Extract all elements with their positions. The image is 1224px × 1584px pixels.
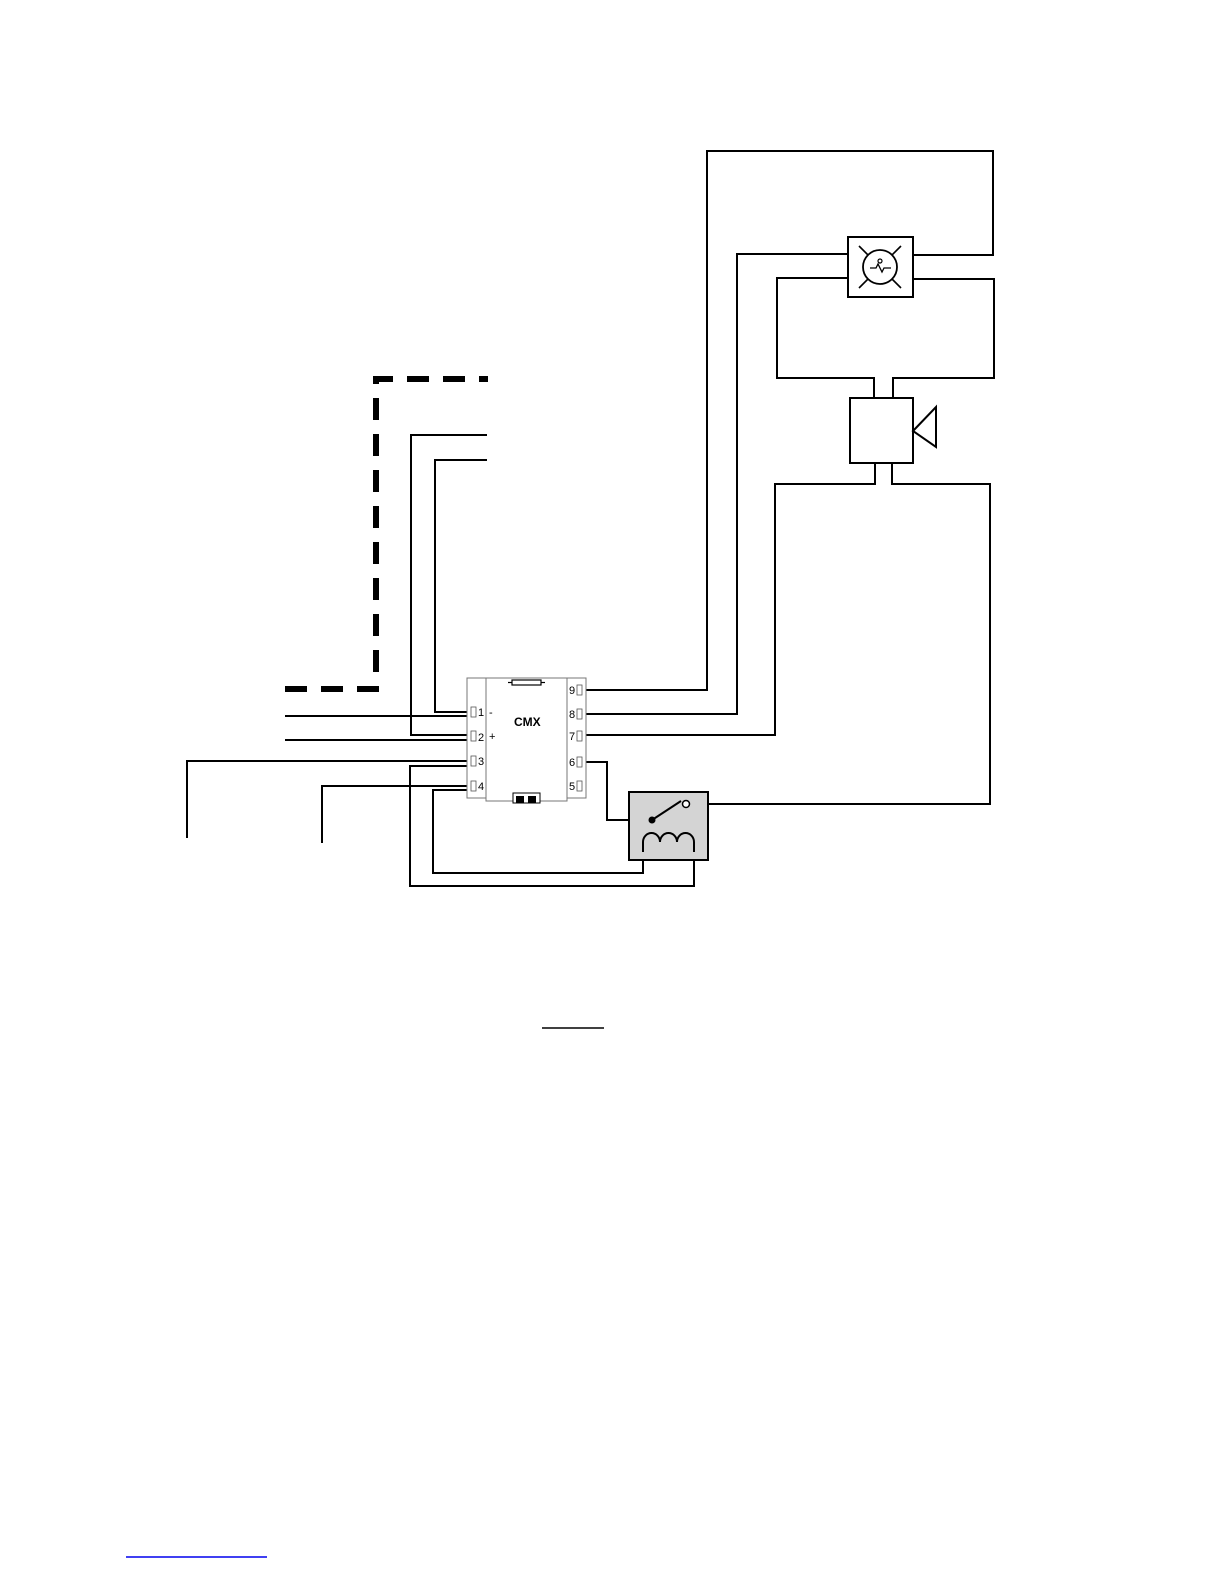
wire-terminal-3 bbox=[187, 761, 471, 838]
wire-terminal-1-loop bbox=[435, 460, 487, 712]
siren-icon bbox=[850, 398, 936, 463]
terminal-screw bbox=[471, 707, 476, 717]
relay-icon bbox=[629, 792, 708, 860]
terminal-7-label: 7 bbox=[569, 731, 575, 743]
polarity-positive: + bbox=[489, 731, 495, 743]
terminal-screw bbox=[577, 781, 582, 791]
terminal-screw bbox=[471, 781, 476, 791]
terminal-2-label: 2 bbox=[478, 732, 484, 744]
terminal-8-label: 8 bbox=[569, 709, 575, 721]
wire-siren-relay bbox=[687, 463, 990, 804]
motion-detector-icon bbox=[848, 237, 913, 297]
module-name: CMX bbox=[514, 715, 541, 729]
terminal-5-label: 5 bbox=[569, 781, 575, 793]
terminal-screw bbox=[577, 709, 582, 719]
cmx-module: CMX - + 1 2 3 4 9 8 7 6 5 bbox=[467, 678, 586, 803]
terminal-screw bbox=[471, 756, 476, 766]
wire-terminal-4 bbox=[322, 786, 471, 843]
wire-terminal-7 bbox=[586, 463, 875, 735]
terminal-4-label: 4 bbox=[478, 781, 484, 793]
terminal-9-label: 9 bbox=[569, 685, 575, 697]
polarity-negative: - bbox=[489, 707, 493, 719]
left-wires bbox=[187, 379, 488, 843]
terminal-3-label: 3 bbox=[478, 756, 484, 768]
terminal-screw bbox=[471, 731, 476, 741]
connector-icon bbox=[513, 793, 540, 803]
dashed-wire bbox=[285, 379, 488, 689]
fuse-icon bbox=[512, 680, 541, 685]
terminal-screw bbox=[577, 731, 582, 741]
right-wires bbox=[586, 151, 994, 820]
terminal-screw bbox=[577, 685, 582, 695]
module-body bbox=[486, 678, 567, 801]
terminal-screw bbox=[577, 757, 582, 767]
terminal-1-label: 1 bbox=[478, 707, 484, 719]
terminal-6-label: 6 bbox=[569, 757, 575, 769]
